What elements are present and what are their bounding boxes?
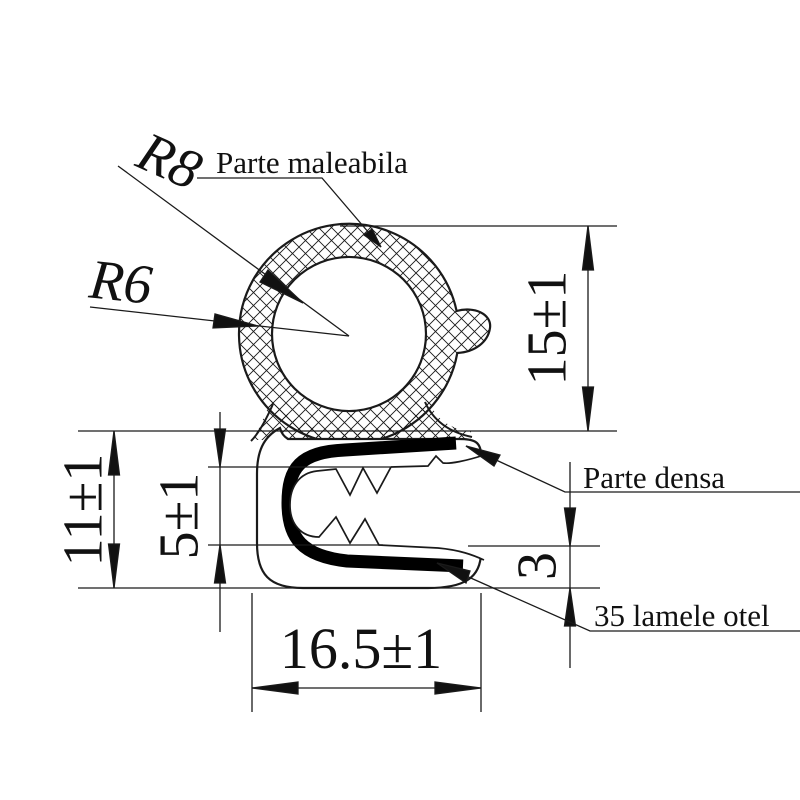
- arrow-width-left: [251, 681, 299, 695]
- malleable-part-label: Parte maleabila: [216, 145, 408, 180]
- leader-r6-arrow: [212, 313, 259, 329]
- leader-dense: [465, 445, 800, 493]
- bulb-base-right-contour: [424, 401, 473, 438]
- leader-steel-arrow: [436, 562, 471, 585]
- arrow-thickness-bottom: [563, 587, 577, 627]
- radius-outer-label: R8: [127, 120, 210, 202]
- dim-bottom-thickness-text: 3: [507, 552, 569, 580]
- grip-channel: [255, 426, 485, 590]
- leader-r8: [117, 165, 350, 337]
- bulb-cross-section: [237, 222, 492, 445]
- leader-steel: [436, 562, 800, 632]
- dim-bulb-height-text: 15±1: [517, 271, 579, 386]
- arrow-bulb-top: [581, 225, 595, 271]
- leader-malleable: [197, 177, 382, 248]
- cavity-teeth-outline: [289, 454, 485, 561]
- arrow-width-right: [434, 681, 482, 695]
- arrow-channel-bottom: [107, 543, 121, 589]
- extension-lines: [78, 225, 617, 712]
- bulb-base-left-contour: [250, 403, 274, 442]
- dim-inner-height-text: 5±1: [149, 473, 211, 560]
- steel-core-band: [281, 436, 464, 573]
- arrow-channel-top: [107, 430, 121, 476]
- dim-channel-width-text: 16.5±1: [280, 616, 442, 681]
- steel-strips-label: 35 lamele otel: [594, 598, 770, 633]
- arrow-inner-top: [213, 428, 227, 468]
- leader-r8-arrow: [259, 268, 304, 304]
- bulb-base-hatched: [252, 400, 471, 440]
- arrow-thickness-top: [563, 507, 577, 547]
- cavity-fill: [290, 455, 484, 560]
- dense-part-label: Parte densa: [583, 460, 725, 495]
- leader-malleable-arrow: [362, 228, 382, 248]
- leader-dense-arrow: [465, 445, 501, 467]
- leader-lines: [89, 165, 800, 632]
- dimension-lines: [107, 225, 595, 695]
- annotation-text: R8 R6 Parte maleabila Parte densa 35 lam…: [53, 120, 770, 681]
- arrow-bulb-bottom: [581, 386, 595, 432]
- dim-channel-height-text: 11±1: [53, 454, 115, 567]
- arrow-inner-bottom: [213, 544, 227, 584]
- radius-inner-label: R6: [86, 248, 155, 316]
